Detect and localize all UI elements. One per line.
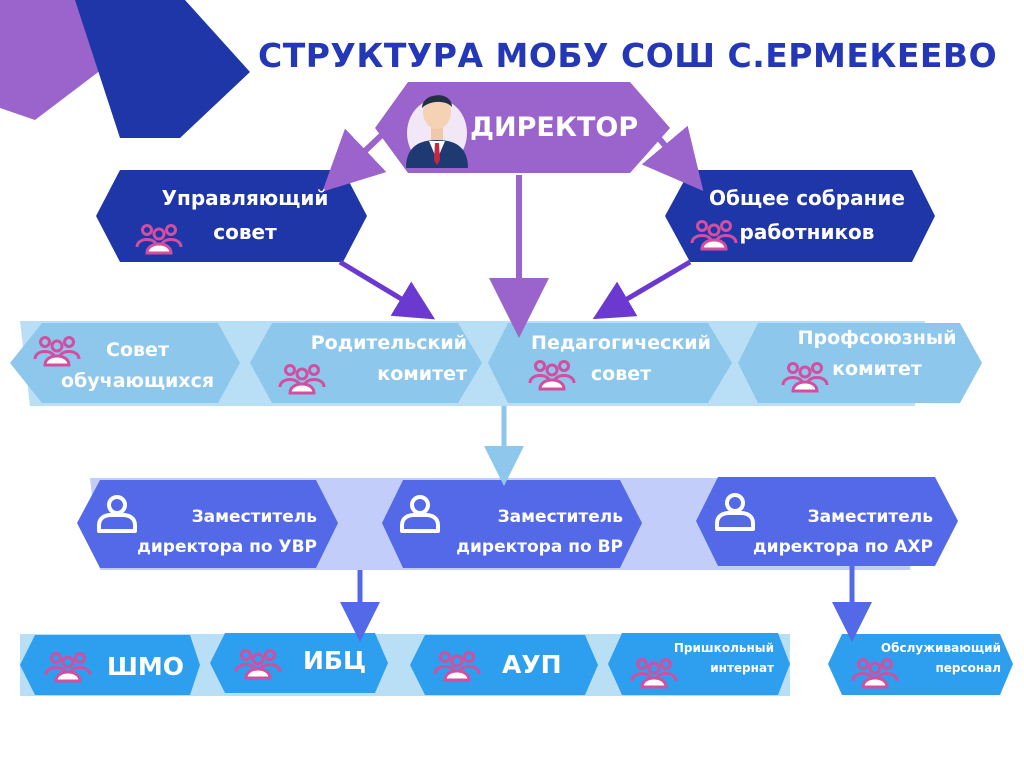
staff-assembly-box: [665, 170, 935, 262]
arrow-assembly-to-councils: [592, 259, 692, 320]
service-staff-label: Обслуживающий персонал: [880, 641, 1001, 675]
service-band: [20, 634, 790, 696]
parent-committee-box: [250, 323, 482, 403]
deputy-vr-box: [382, 480, 642, 568]
deputy-ahr-box: [696, 477, 958, 566]
shmo-label: ШМО: [107, 652, 185, 681]
aup-label: АУП: [502, 650, 562, 679]
arrow-board-to-councils: [338, 259, 436, 320]
director-label: ДИРЕКТОР: [470, 112, 639, 143]
arrow-director-to-assembly: [641, 125, 704, 191]
boarding-school-label: Пришкольный интернат: [673, 641, 774, 675]
ibc-label: ИБЦ: [303, 646, 367, 675]
union-committee-label: Профсоюзный комитет: [797, 327, 957, 380]
deputy-vr-label: Заместитель директора по ВР: [456, 507, 623, 557]
parent-committee-label: Родительский комитет: [310, 332, 467, 385]
student-council-box: [10, 323, 240, 403]
governing-board-label: Управляющий совет: [161, 186, 329, 244]
director-icon: [406, 95, 468, 168]
decor-navy-shape: [75, 0, 250, 138]
deputy-ahr-label: Заместитель директора по АХР: [752, 507, 933, 557]
staff-assembly-label: Общее собрание работников: [709, 186, 905, 244]
page-title: СТРУКТУРА МОБУ СОШ С.ЕРМЕКЕЕВО: [258, 36, 998, 75]
pedagogical-council-label: Педагогический совет: [531, 332, 711, 385]
governing-board-box: [96, 170, 367, 262]
deputy-uvr-box: [77, 480, 338, 568]
arrow-director-to-board: [322, 127, 390, 192]
student-council-label: Совет обучающихся: [60, 339, 215, 392]
deputy-uvr-label: Заместитель директора по УВР: [137, 507, 317, 557]
